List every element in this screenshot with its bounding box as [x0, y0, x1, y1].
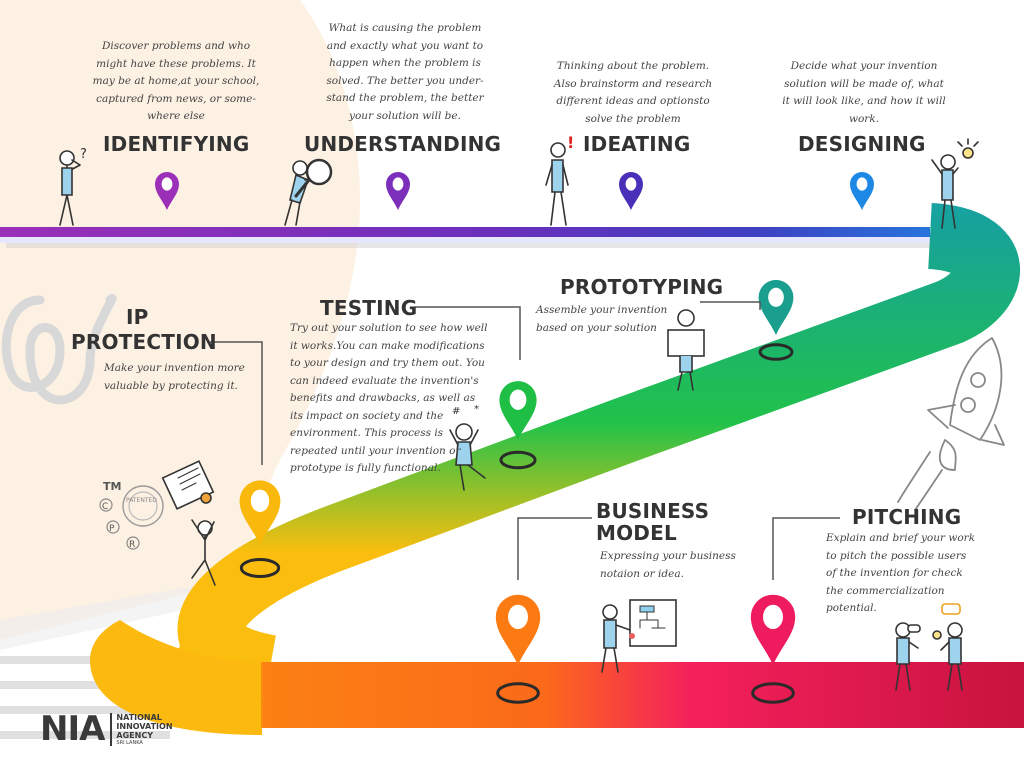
prototyping-connector [700, 301, 761, 310]
svg-text:?: ? [80, 147, 87, 162]
pitching-description: Explain and brief your work to pitch the… [826, 532, 976, 614]
ip-protection-pin [239, 480, 281, 545]
testing-connector [415, 306, 521, 360]
idea-person-icon: ! [545, 133, 574, 226]
identifying-pin [155, 172, 179, 210]
business-model-title-line1: BUSINESS [596, 499, 710, 523]
certificate-person-icon [161, 460, 216, 586]
board-person-icon [667, 309, 705, 391]
testing-pin [499, 381, 537, 440]
svg-text:#: # [452, 406, 460, 417]
lightbulb-person-icon [931, 138, 979, 229]
business-model-title-line2: MODEL [596, 521, 677, 545]
nia-logo-mark: NIA [40, 709, 105, 749]
pitching-pin-ring [751, 682, 795, 704]
understanding-title: UNDERSTANDING [304, 132, 502, 156]
magnifier-person-icon [284, 158, 333, 226]
ip-protection-description: Make your invention more valuable by pro… [104, 362, 245, 392]
testing-title: TESTING [320, 296, 418, 320]
designing-pin-dot [856, 177, 868, 191]
connector-lines [210, 301, 840, 580]
identifying-title: IDENTIFYING [103, 132, 250, 156]
ip-protection-title-line1: IP [126, 305, 149, 329]
ideating-pin [619, 172, 643, 210]
designing-title: DESIGNING [798, 132, 926, 156]
ideating-pin-dot [625, 177, 637, 191]
testing-description: Try out your solution to see how well it… [290, 322, 488, 474]
thinking-person-icon: ? [59, 147, 87, 226]
prototyping-title: PROTOTYPING [560, 275, 724, 299]
presenter-person-icon [601, 599, 677, 673]
nia-logo-text: NATIONAL INNOVATION AGENCY SRI LANKA [110, 712, 173, 746]
rocket-icon [897, 337, 1005, 511]
identifying-pin-dot [161, 177, 173, 191]
understanding-pin-dot [392, 177, 404, 191]
prototyping-pin-dot [768, 287, 784, 307]
pitching-people-icon [895, 603, 963, 691]
logo-line-agency: AGENCY [116, 730, 154, 740]
prototyping-description: Assemble your invention based on your so… [536, 304, 668, 334]
trademark-symbol: TM [103, 480, 121, 493]
business-model-pin [495, 594, 541, 665]
logo-line-country: SRI LANKA [116, 739, 143, 746]
ip-protection-connector [210, 341, 263, 465]
business-model-connector [517, 517, 592, 580]
patented-stamp: PATENTED [126, 497, 157, 504]
svg-text:C: C [102, 502, 108, 512]
frustrated-person-icon: # * [449, 404, 486, 491]
ideating-description: Thinking about the problem. Also brainst… [553, 60, 713, 125]
svg-text:*: * [474, 404, 479, 415]
ip-protection-pin-ring [239, 558, 281, 578]
identifying-description: Discover problems and who might have the… [92, 40, 260, 122]
understanding-description: What is causing the problem and exactly … [326, 22, 484, 122]
road-curve-segment [177, 203, 1020, 701]
stage-pins [155, 172, 874, 704]
testing-pin-dot [509, 389, 527, 410]
pitching-connector [772, 517, 840, 580]
svg-text:!: ! [567, 133, 574, 152]
understanding-pin [386, 172, 410, 210]
svg-text:P: P [109, 524, 115, 534]
ideating-title: IDEATING [583, 132, 691, 156]
business-model-description: Expressing your business notaion or idea… [600, 550, 736, 580]
designing-description: Decide what your invention solution will… [782, 60, 946, 125]
pitching-pin [750, 594, 796, 665]
logo-line-innovation: INNOVATION [116, 721, 173, 731]
road [0, 203, 1024, 735]
ip-protection-pin-dot [250, 489, 270, 513]
svg-text:R: R [129, 540, 135, 550]
ip-symbols: TM C P R PATENTED [99, 480, 164, 550]
nia-logo: NIA NATIONAL INNOVATION AGENCY SRI LANKA [40, 712, 173, 746]
prototyping-pin [758, 279, 794, 335]
designing-pin [850, 172, 874, 210]
logo-line-national: NATIONAL [116, 712, 162, 722]
pitching-title: PITCHING [852, 505, 962, 529]
business-model-pin-dot [508, 604, 528, 630]
pitching-pin-dot [763, 604, 783, 630]
business-model-pin-ring [496, 682, 540, 704]
testing-pin-ring [499, 450, 537, 470]
ip-protection-title-line2: PROTECTION [71, 330, 217, 354]
prototyping-pin-ring [758, 343, 794, 361]
